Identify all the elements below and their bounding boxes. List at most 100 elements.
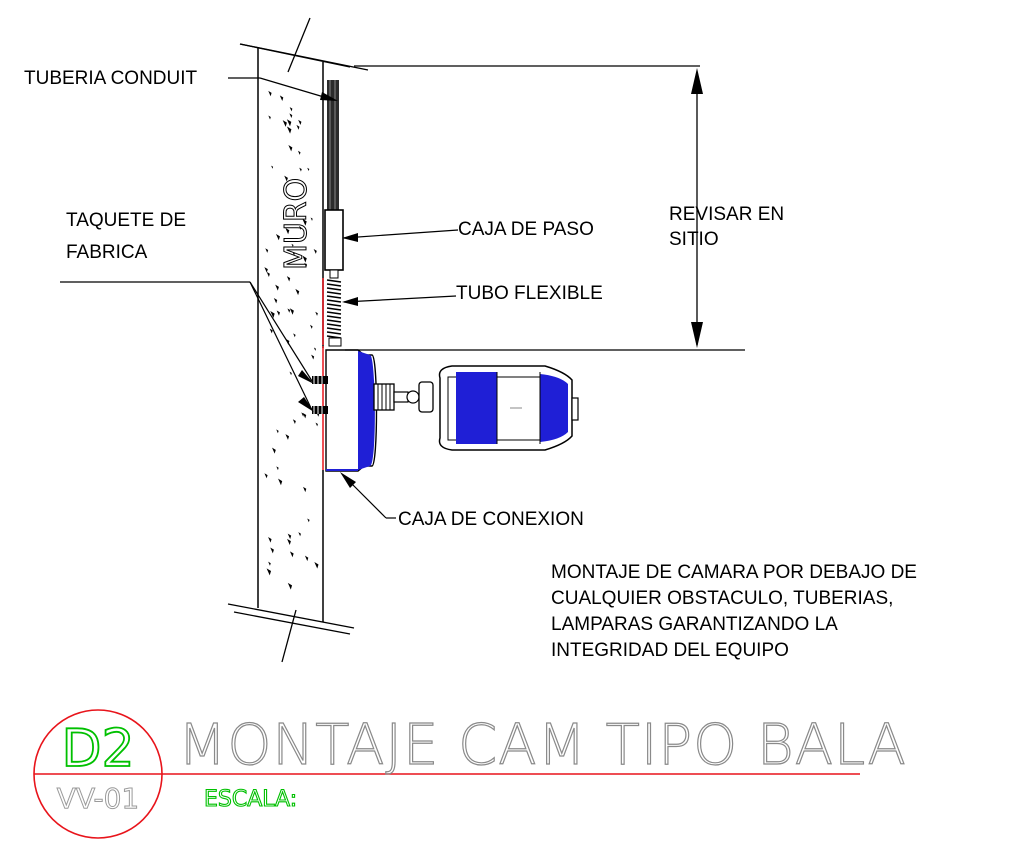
concrete-aggregate: [285, 434, 290, 440]
camera-swivel-mount: [373, 381, 434, 413]
flex-coil-segment: [326, 279, 342, 283]
concrete-aggregate: [293, 333, 296, 338]
concrete-aggregate: [271, 165, 274, 169]
concrete-aggregate: [295, 288, 300, 296]
flex-coil-segment: [326, 295, 342, 299]
concrete-aggregate: [307, 167, 310, 172]
concrete-aggregate: [304, 262, 308, 268]
camera-lens-cap: [571, 397, 579, 421]
concrete-aggregate: [286, 276, 291, 282]
camera-blue-band: [456, 372, 497, 444]
concrete-aggregate: [310, 217, 313, 221]
concrete-aggregate: [298, 532, 301, 537]
wall-break-bottom: [227, 603, 355, 629]
concrete-aggregate: [279, 95, 284, 101]
concrete-aggregate: [292, 419, 296, 424]
flex-coil-segment: [326, 319, 342, 323]
concrete-aggregate: [266, 568, 272, 576]
concrete-aggregate: [289, 371, 292, 376]
concrete-aggregate: [304, 555, 309, 562]
note-line1: MONTAJE DE CAMARA POR DEBAJO DE: [551, 562, 917, 583]
label-caja-de-conexion: CAJA DE CONEXION: [398, 509, 584, 530]
concrete-aggregate: [302, 218, 307, 226]
flex-coil-segment: [326, 287, 342, 291]
concrete-aggregate: [289, 113, 293, 118]
concrete-aggregate: [315, 422, 318, 427]
concrete-aggregate: [286, 119, 292, 127]
dimension-revisar-en-sitio: [345, 65, 745, 351]
note-line3: LAMPARAS GARANTIZANDO LA: [551, 614, 838, 635]
label-revisar-line2: SITIO: [669, 229, 719, 250]
concrete-aggregate: [285, 227, 290, 235]
drawing-title: MONTAJE CAM TIPO BALA: [178, 713, 907, 778]
flex-coil-segment: [326, 291, 342, 295]
concrete-aggregate: [264, 267, 268, 273]
concrete-aggregate: [297, 150, 301, 155]
concrete-aggregate: [289, 107, 293, 112]
wall-section: MURO: [227, 17, 369, 663]
flex-coil-segment: [326, 323, 342, 327]
concrete-aggregate: [284, 175, 288, 182]
concrete-aggregate: [276, 310, 280, 316]
label-revisar-line1: REVISAR EN: [669, 204, 784, 225]
concrete-aggregate: [268, 115, 271, 120]
concrete-aggregate: [269, 328, 273, 334]
concrete-aggregate: [298, 119, 302, 126]
concrete-aggregate: [276, 466, 279, 471]
label-taquete-line1: TAQUETE DE: [66, 210, 186, 231]
concrete-aggregate: [296, 124, 300, 130]
label-tubo-flexible: TUBO FLEXIBLE: [456, 283, 603, 304]
concrete-aggregate: [268, 537, 272, 543]
concrete-aggregate: [270, 310, 275, 319]
concrete-aggregate: [286, 126, 292, 134]
concrete-aggregate: [315, 311, 318, 316]
concrete-aggregate: [272, 447, 276, 454]
concrete-aggregate: [299, 167, 302, 172]
concrete-aggregate: [291, 243, 294, 248]
concrete-aggregate: [265, 248, 269, 253]
concrete-aggregate: [307, 518, 310, 523]
flex-coil-segment: [326, 299, 342, 303]
concrete-aggregate: [275, 233, 280, 241]
concrete-aggregate: [292, 251, 295, 256]
flexible-tube: [326, 279, 342, 339]
note-line4: INTEGRIDAD DEL EQUIPO: [551, 640, 789, 661]
bullet-camera: [438, 365, 579, 451]
concrete-aggregate: [309, 324, 313, 329]
concrete-aggregate: [314, 561, 319, 569]
concrete-aggregate: [275, 284, 279, 291]
concrete-aggregate: [287, 308, 291, 313]
flex-coil-segment: [326, 307, 342, 311]
junction-box-caja-de-paso: [324, 209, 344, 271]
concrete-aggregate: [273, 298, 278, 304]
scale-label: ESCALA:: [204, 787, 297, 812]
concrete-aggregate: [287, 533, 292, 540]
leader-lines: [60, 77, 459, 519]
flex-coil-segment: [326, 331, 342, 335]
camera-assembly: [312, 346, 579, 472]
detail-code: D2: [61, 719, 134, 779]
note-line2: CUALQUIER OBSTACULO, TUBERIAS,: [551, 588, 893, 609]
concrete-aggregate: [301, 412, 304, 417]
concrete-aggregate: [270, 547, 274, 554]
concrete-aggregate: [288, 145, 293, 152]
flex-coil-segment: [326, 327, 342, 331]
concrete-aggregate: [266, 271, 270, 277]
concrete-aggregate: [278, 478, 283, 486]
concrete-aggregate: [311, 354, 315, 360]
concrete-aggregate: [289, 551, 294, 558]
concrete-aggregate: [313, 347, 316, 351]
concrete-aggregate: [268, 90, 272, 97]
label-tuberia-conduit: TUBERIA CONDUIT: [24, 68, 198, 89]
concrete-aggregate: [302, 255, 307, 263]
flex-coil-segment: [326, 315, 342, 319]
concrete-aggregate: [287, 538, 291, 545]
flex-coil-segment: [326, 311, 342, 315]
label-caja-de-paso: CAJA DE PASO: [458, 219, 594, 240]
concrete-aggregate: [298, 226, 302, 230]
connection-box-blue-face: [358, 351, 375, 470]
wall-label-muro: MURO: [279, 178, 314, 270]
camera-blue-hood: [540, 374, 568, 442]
conduit-assembly: [322, 80, 344, 347]
